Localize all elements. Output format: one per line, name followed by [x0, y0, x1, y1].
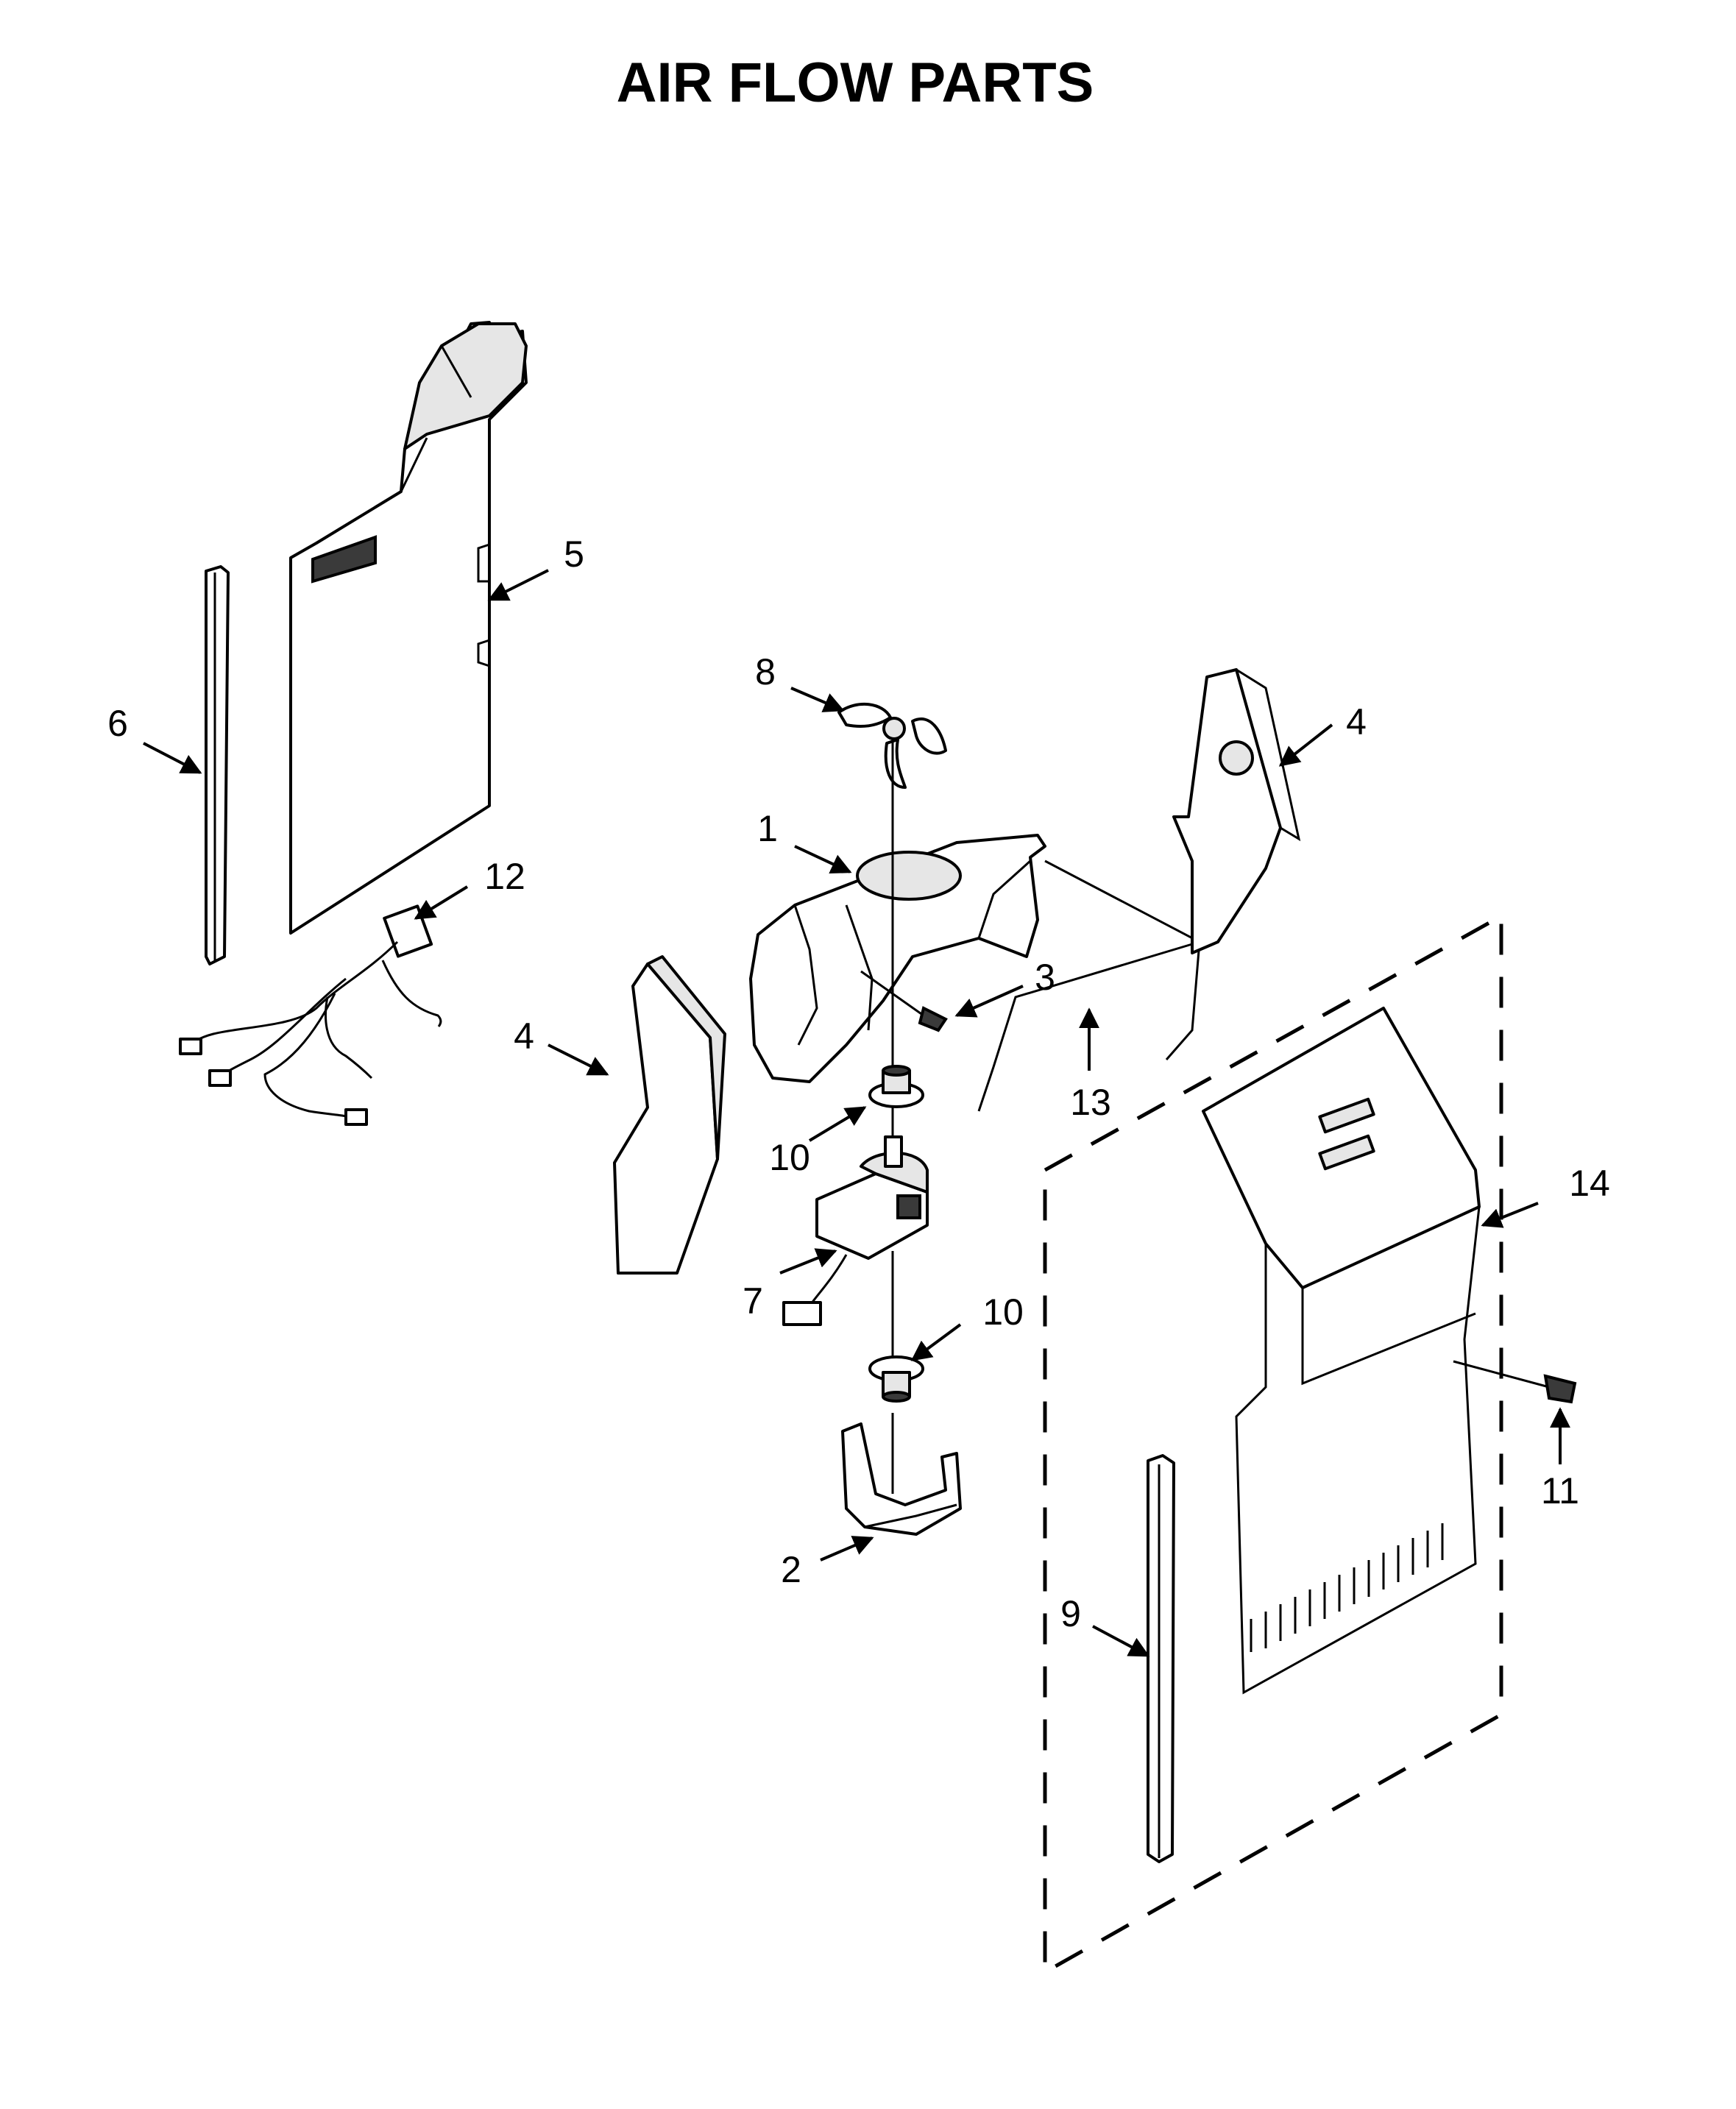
part-2-motor-bracket — [841, 1422, 962, 1536]
part-11-screw — [1453, 1360, 1577, 1404]
callout-10-upper: 10 — [769, 1137, 810, 1178]
callout-6: 6 — [107, 703, 128, 744]
callout-9: 9 — [1060, 1593, 1081, 1634]
part-13-bracket — [977, 859, 1201, 1112]
part-14-evaporator-cover — [1043, 912, 1503, 1976]
callout-4-right: 4 — [1346, 701, 1367, 742]
part-5-air-duct — [289, 321, 528, 935]
callout-8: 8 — [755, 651, 776, 692]
callout-14: 14 — [1569, 1163, 1610, 1204]
part-6-seal-strip — [205, 565, 230, 965]
part-9-seal-strip — [1147, 1454, 1175, 1863]
part-3-screw — [860, 970, 948, 1032]
callout-10-lower: 10 — [982, 1291, 1024, 1333]
callout-3: 3 — [1035, 957, 1055, 998]
callout-2: 2 — [781, 1549, 801, 1590]
callout-13: 13 — [1070, 1082, 1111, 1123]
callout-7: 7 — [743, 1280, 763, 1322]
part-10-grommet-lower — [868, 1355, 924, 1403]
part-8-fan-blade — [837, 702, 947, 789]
part-7-fan-motor — [782, 1135, 929, 1326]
leader-lines — [143, 569, 1570, 1657]
callout-5: 5 — [564, 534, 584, 575]
callout-1: 1 — [757, 808, 778, 849]
part-4-baffle-left — [613, 955, 726, 1275]
callout-11: 11 — [1541, 1470, 1579, 1511]
part-10-grommet-upper — [868, 1065, 924, 1108]
callout-4-left: 4 — [514, 1015, 534, 1057]
page-title: AIR FLOW PARTS — [617, 52, 1094, 114]
part-4-baffle-right — [1172, 668, 1301, 954]
callout-12: 12 — [484, 856, 525, 897]
part-1-fan-shroud — [749, 834, 1046, 1083]
